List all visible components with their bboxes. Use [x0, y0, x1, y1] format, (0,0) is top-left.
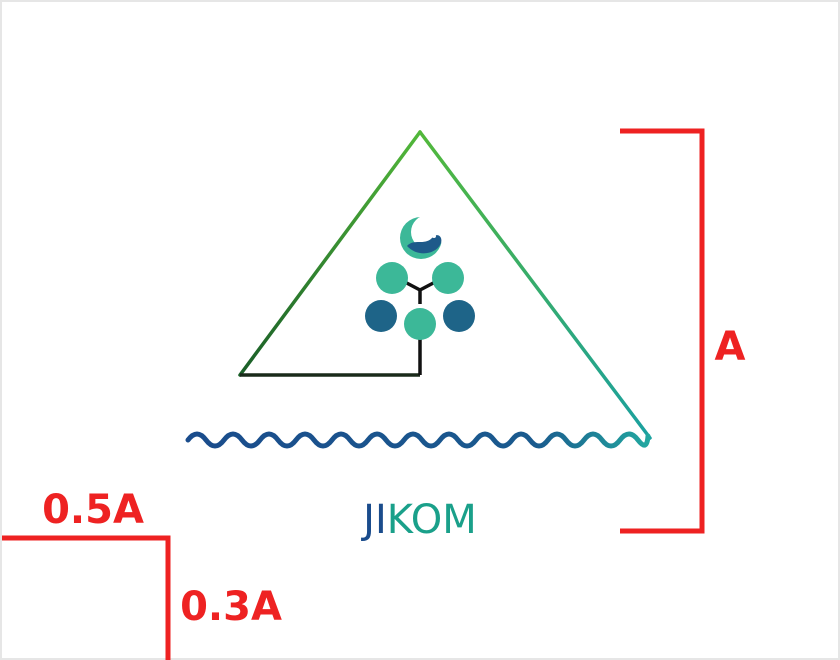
height-dimension: A — [620, 128, 746, 534]
circle-teal-upper-left — [376, 262, 408, 294]
wordmark-right: KOM — [387, 497, 477, 543]
clearspace-dimension: 0.5A 0.3A — [2, 487, 282, 660]
circle-blue-left — [365, 300, 397, 332]
depth-label: 0.3A — [180, 584, 282, 630]
circle-blue-right — [443, 300, 475, 332]
molecule-icon — [365, 262, 475, 375]
wave-drop-icon — [400, 215, 445, 259]
circle-teal-bottom — [404, 308, 436, 340]
circle-teal-upper-right — [432, 262, 464, 294]
triangle-right-edge — [418, 130, 652, 440]
triangle-left-edge — [238, 130, 422, 377]
wordmark: JIKOM — [360, 497, 477, 543]
wave-line — [185, 431, 651, 449]
height-label: A — [715, 324, 746, 370]
wordmark-left: JI — [360, 497, 387, 543]
width-label: 0.5A — [42, 487, 144, 533]
logo-triangle — [238, 130, 652, 440]
